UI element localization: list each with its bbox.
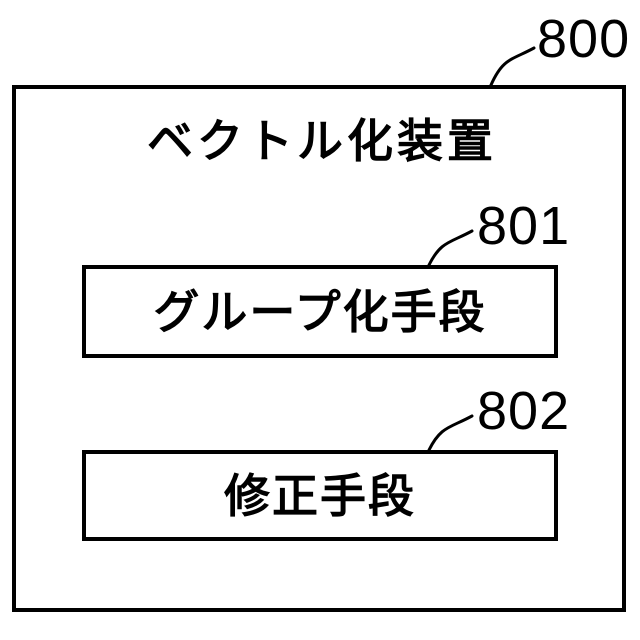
ref-number-801: 801 — [477, 196, 571, 256]
ref-number-802: 802 — [477, 381, 571, 441]
component-box-802: 修正手段 — [82, 450, 558, 541]
component-label-801: グループ化手段 — [153, 285, 487, 338]
component-label-802: 修正手段 — [224, 469, 416, 522]
component-box-801: グループ化手段 — [82, 265, 558, 358]
leader-line-800 — [489, 46, 536, 87]
ref-number-800: 800 — [537, 9, 631, 69]
device-title: ベクトル化装置 — [147, 115, 497, 167]
